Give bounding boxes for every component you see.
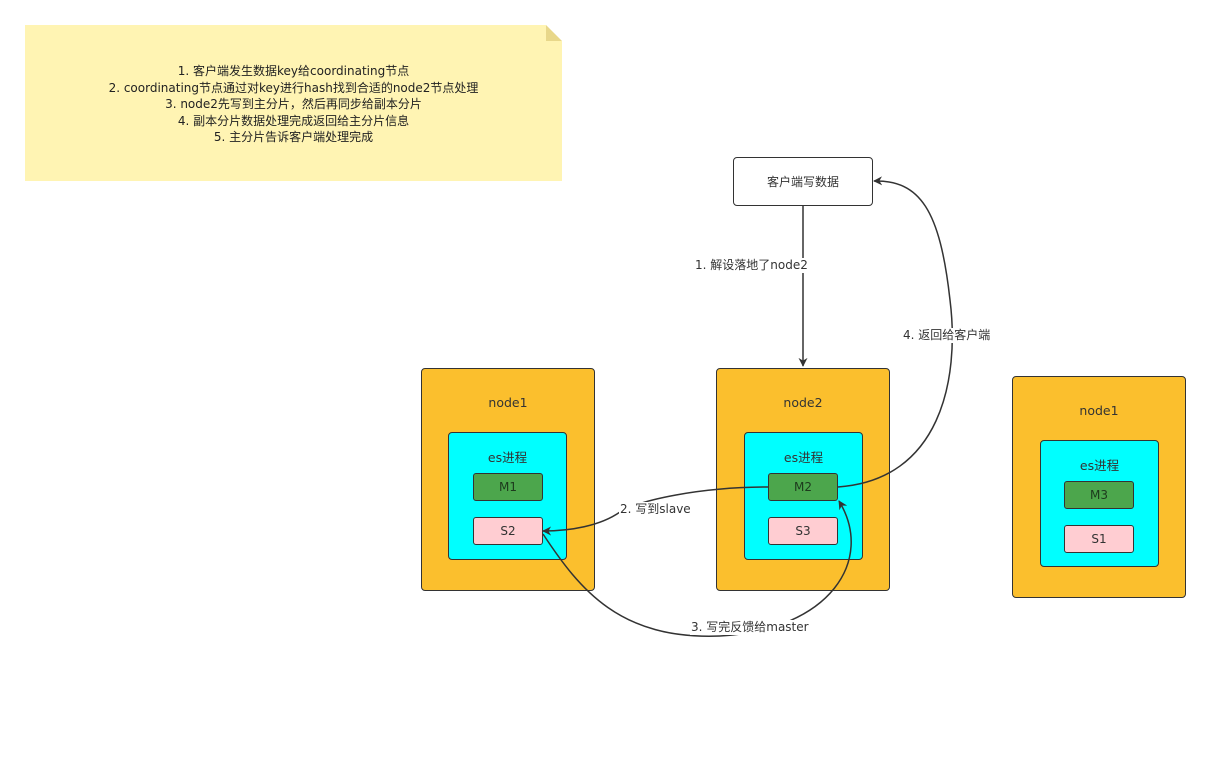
note-line-3: 3. node2先写到主分片，然后再同步给副本分片: [165, 97, 422, 111]
master-shard-m1[interactable]: M1: [473, 473, 543, 501]
node-title-2: node2: [783, 395, 823, 410]
note-line-2: 2. coordinating节点通过对key进行hash找到合适的node2节…: [108, 80, 479, 95]
note-fold-corner: [546, 25, 562, 41]
master-shard-m3[interactable]: M3: [1064, 481, 1134, 509]
replica-shard-s1[interactable]: S1: [1064, 525, 1134, 553]
note-text: 1. 客户端发生数据key给coordinating节点 2. coordina…: [25, 63, 562, 146]
description-note: 1. 客户端发生数据key给coordinating节点 2. coordina…: [25, 25, 562, 181]
node-title-3: node1: [1079, 403, 1119, 418]
edge-label-step3: 3. 写完反馈给master: [690, 620, 810, 635]
node-title-1: node1: [488, 395, 528, 410]
master-shard-m2[interactable]: M2: [768, 473, 838, 501]
note-line-1: 1. 客户端发生数据key给coordinating节点: [177, 64, 410, 78]
note-line-5: 5. 主分片告诉客户端处理完成: [213, 130, 374, 144]
es-process-title-1: es进程: [487, 450, 528, 465]
edge-step3[interactable]: [542, 500, 852, 637]
client-box[interactable]: 客户端写数据: [733, 157, 873, 206]
replica-shard-s2[interactable]: S2: [473, 517, 543, 545]
es-process-title-3: es进程: [1079, 458, 1120, 473]
es-process-title-2: es进程: [783, 450, 824, 465]
replica-shard-s3[interactable]: S3: [768, 517, 838, 545]
note-line-4: 4. 副本分片数据处理完成返回给主分片信息: [177, 113, 410, 128]
edge-label-step4: 4. 返回给客户端: [902, 328, 992, 343]
edge-step4[interactable]: [837, 176, 953, 488]
edge-label-step2: 2. 写到slave: [619, 502, 692, 517]
edge-label-step1: 1. 解设落地了node2: [694, 258, 809, 273]
